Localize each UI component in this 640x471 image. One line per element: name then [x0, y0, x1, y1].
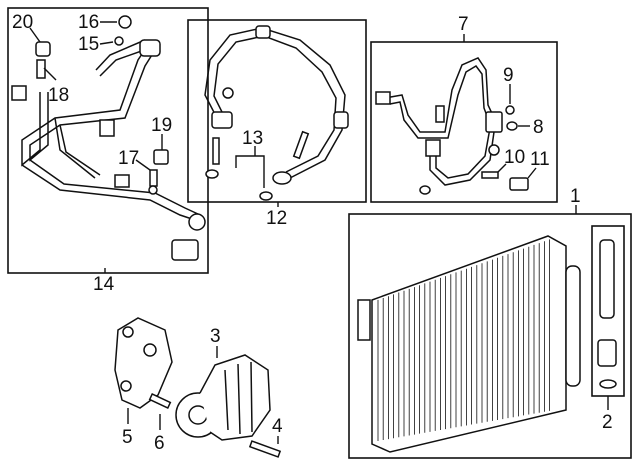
callout-11: 11	[530, 149, 550, 170]
hose-14-clip	[99, 119, 115, 137]
compressor-ribs	[224, 361, 253, 435]
part-11-sensor-drawing	[509, 177, 529, 191]
part-9-seal-drawing	[505, 105, 515, 115]
callout-16: 16	[78, 12, 99, 33]
hose-12-end-block	[211, 111, 233, 129]
part-8-seal-drawing	[506, 121, 518, 131]
part-15-seal-drawing	[114, 36, 124, 46]
hose-assembly-group-12	[187, 19, 367, 207]
hose-7-valve	[425, 139, 441, 157]
hose-assembly-group-7	[370, 34, 558, 203]
part-2-seal-drawing	[599, 379, 617, 389]
callout-2: 2	[602, 412, 613, 433]
hose-14-connector	[11, 85, 27, 101]
hose-7-nut	[488, 144, 500, 156]
group-7-box	[370, 41, 558, 203]
part-6-bolt-drawing	[148, 393, 172, 409]
condenser-drawing	[371, 235, 567, 453]
part-19-cap-drawing	[153, 149, 169, 165]
callout-labels: 20 16 15 18 19 17 14 13 12 7 9 8 10 11 1…	[12, 12, 613, 454]
hose-14-bracket	[114, 174, 130, 188]
condenser-outline	[371, 235, 567, 453]
part-18-valve-drawing	[36, 59, 46, 79]
part-17-valve-base	[148, 185, 158, 195]
hose-14-fitting	[139, 39, 161, 57]
callout-7: 7	[458, 14, 469, 35]
part-16-seal-drawing	[118, 15, 132, 29]
leader-13	[235, 146, 265, 188]
part-13-seal-b	[259, 191, 273, 201]
part-10-bolt-drawing	[481, 171, 499, 179]
callout-13: 13	[242, 128, 263, 149]
part-5-bracket-hole-a	[122, 326, 134, 338]
hose-7-ring	[419, 185, 431, 195]
hose-7-block-right	[485, 111, 503, 133]
hose-12-drawing	[204, 27, 346, 179]
part-20-cap-drawing	[35, 41, 51, 57]
part-5-bracket-hole-b	[120, 380, 132, 392]
hose-7-bolt	[435, 105, 445, 123]
condenser-bracket	[357, 299, 371, 341]
part-13-seal-a	[205, 169, 219, 179]
callout-10: 10	[504, 147, 525, 168]
compressor-group	[114, 317, 282, 458]
group-1-box	[348, 213, 632, 459]
hose-7-fitting-left	[375, 91, 391, 105]
callout-14: 14	[93, 274, 115, 295]
hose-assembly-group-14	[7, 7, 209, 274]
part-2-plug-drawing	[597, 339, 617, 367]
hose-12-stud	[212, 137, 220, 165]
hose-7-drawing	[384, 57, 496, 186]
hose-12-end-ring	[272, 171, 292, 185]
part-4-bolt-drawing	[248, 440, 282, 458]
callout-4: 4	[272, 416, 283, 437]
hose-12-nut	[222, 87, 234, 99]
callout-9: 9	[503, 65, 514, 86]
callout-19: 19	[151, 115, 172, 136]
hose-14-block	[171, 239, 199, 261]
callout-15: 15	[78, 34, 99, 55]
condenser-side-tank	[565, 265, 581, 387]
callout-17: 17	[118, 148, 139, 169]
group-14-box	[7, 7, 209, 274]
callout-8: 8	[533, 117, 544, 138]
leader-10	[497, 163, 507, 173]
callout-18: 18	[48, 85, 69, 106]
callout-12: 12	[266, 208, 287, 229]
group-12-box	[187, 19, 367, 203]
hose-12-bolt	[292, 130, 310, 160]
hose-12-fitting-mid	[333, 111, 349, 129]
callout-5: 5	[122, 427, 133, 448]
part-5-bracket-hole-c	[143, 343, 157, 357]
callout-1: 1	[570, 186, 581, 207]
part-2-filter-drawing	[599, 239, 615, 319]
leader-11	[527, 167, 537, 179]
leader-18	[43, 67, 57, 81]
part-17-valve-drawing	[149, 169, 158, 187]
leader-15	[99, 41, 114, 45]
leader-17	[135, 159, 151, 171]
condenser-group-1	[348, 205, 632, 459]
callout-20: 20	[12, 12, 33, 33]
hose-14-end-fitting	[188, 213, 206, 231]
callout-3: 3	[210, 326, 221, 347]
leader-20	[29, 27, 41, 43]
part-3-compressor-drawing	[199, 354, 271, 441]
hose-12-fitting-top	[255, 25, 271, 39]
callout-6: 6	[154, 433, 165, 454]
